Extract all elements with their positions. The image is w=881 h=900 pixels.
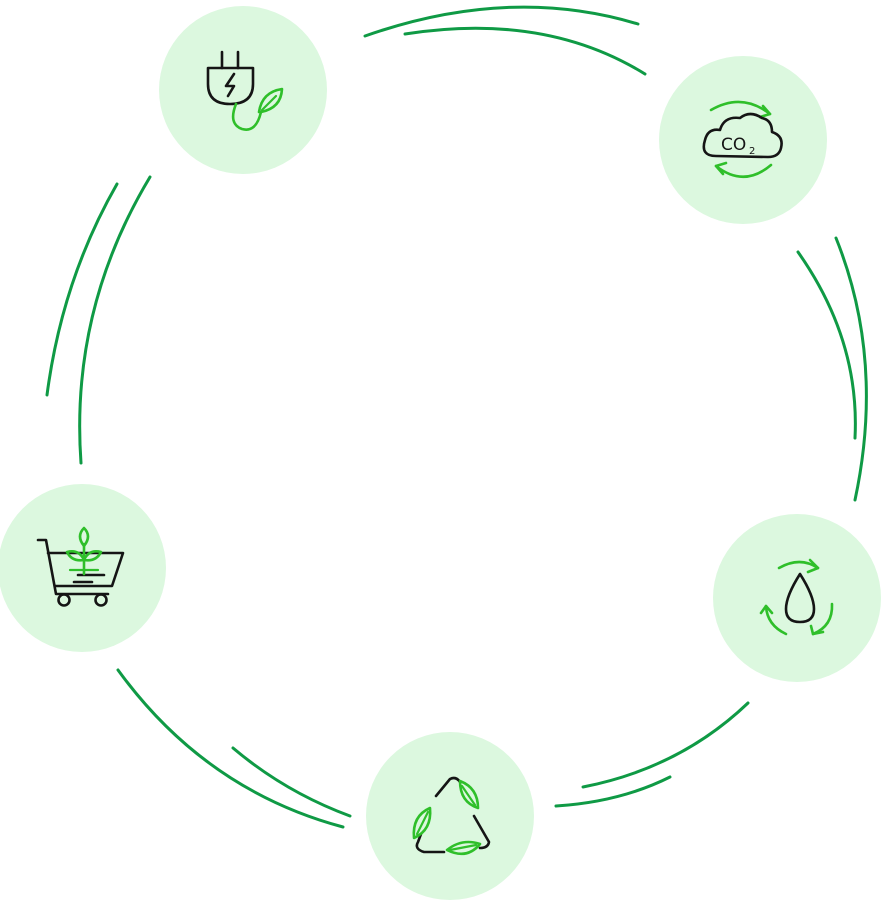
water-node-circle [713,514,881,682]
cycle-nodes [0,6,881,900]
arc-plug-to-co2-outer [363,5,640,38]
eco-plug-leaf-icon [206,50,284,131]
recycle-node-circle [366,732,534,900]
leaf-recycle-triangle-icon [412,776,491,856]
arc-cart-to-plug-outer [45,182,119,397]
arc-recycle-to-cart-outer [116,668,345,829]
arc-co2-to-water-outer [834,236,868,502]
water-drop-recycle-icon [759,558,834,636]
arc-recycle-to-cart-inner [231,746,352,818]
co2-node-circle [659,56,827,224]
arc-water-to-recycle-outer [581,701,750,789]
arc-plug-to-co2-inner [403,26,647,76]
co2-label: CO [721,135,746,155]
arc-water-to-recycle-inner [554,775,672,808]
co2-cloud-cycle-icon: CO 2 [702,100,783,178]
co2-subscript: 2 [749,146,755,157]
plug-node-circle [159,6,327,174]
arc-cart-to-plug-inner [78,175,152,465]
green-shopping-cart-icon [36,526,125,607]
cycle-arcs [45,5,868,829]
arc-co2-to-water-inner [796,250,857,440]
